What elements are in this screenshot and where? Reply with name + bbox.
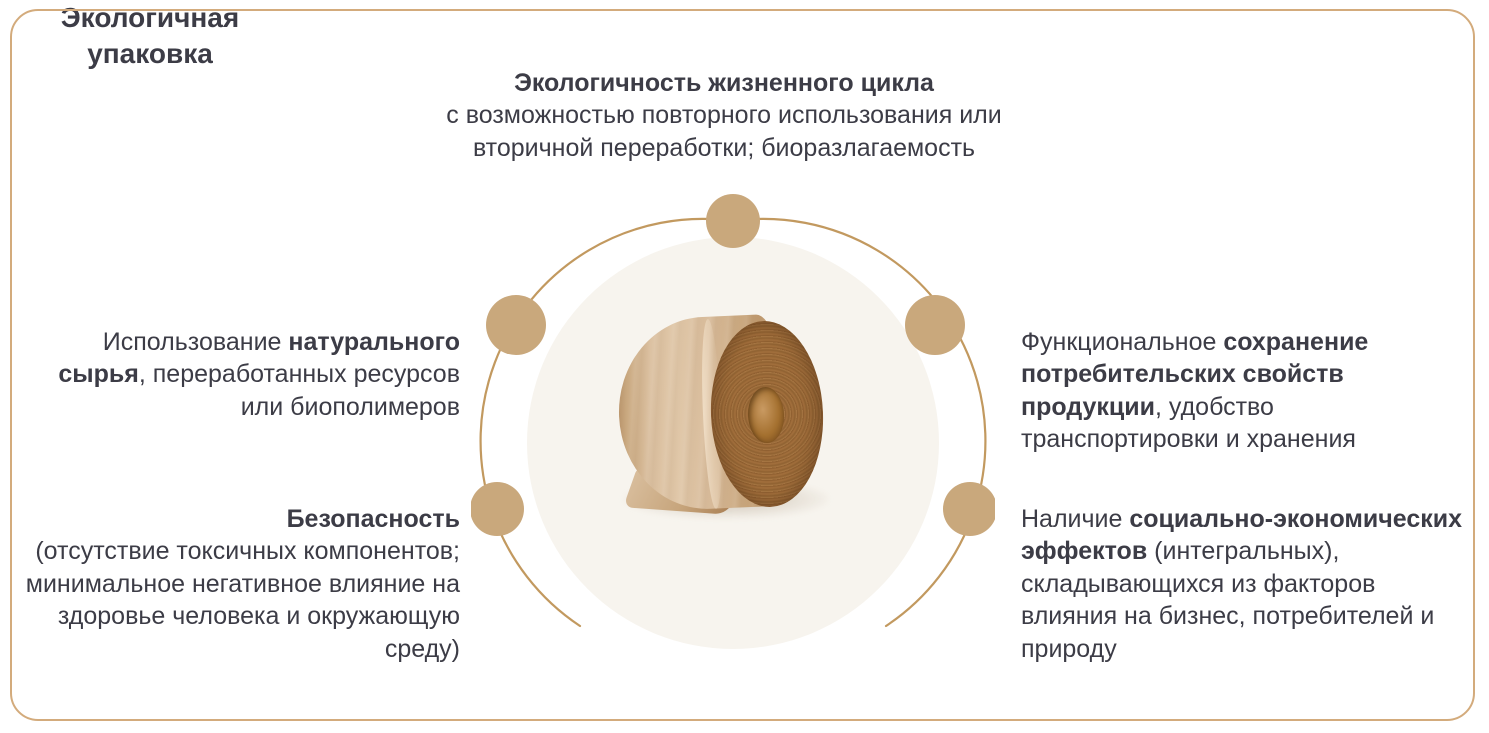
central-circle-diagram [471, 181, 995, 705]
text-block-raw-materials: Использование натурального сырья, перера… [20, 293, 460, 423]
center-label: Экологичная упаковка [0, 0, 300, 72]
text-block-lifecycle: Экологичность жизненного цикла с возможно… [434, 34, 1014, 164]
center-label-line1: Экологичная [60, 2, 240, 33]
dot-top [706, 194, 760, 248]
safety-heading: Безопасность [286, 504, 460, 533]
socio-economic-suffix: (интегральных), складывающихся из фактор… [1021, 537, 1435, 663]
socio-economic-strong: социально-экономических эффектов [1021, 504, 1463, 566]
dot-upper-left [486, 295, 546, 355]
dot-upper-right [905, 295, 965, 355]
raw-materials-prefix: Использование [102, 327, 289, 356]
ring-arc-left [479, 217, 735, 628]
socio-economic-prefix: Наличие [1021, 504, 1130, 533]
raw-materials-strong: натурального сырья [58, 327, 460, 389]
text-block-safety: Безопасность (отсутствие токсичных компон… [20, 470, 460, 665]
dot-lower-left [471, 482, 524, 536]
inner-disc [527, 237, 939, 649]
text-block-consumer-properties: Функциональное сохранение потребительски… [1021, 293, 1469, 456]
safety-body: (отсутствие токсичных компонентов; миним… [25, 537, 460, 663]
consumer-properties-strong: сохранение потребительских свойств проду… [1021, 327, 1369, 421]
raw-materials-suffix: , переработанных ресурсов или биополимер… [138, 360, 460, 421]
dot-lower-right [943, 482, 995, 536]
lifecycle-heading: Экологичность жизненного цикла [514, 68, 934, 97]
text-block-socio-economic: Наличие социально-экономических эффектов… [1021, 470, 1469, 665]
consumer-properties-suffix: , удобство транспортировки и хранения [1021, 392, 1356, 454]
center-label-line2: упаковка [87, 37, 213, 69]
consumer-properties-prefix: Функциональное [1021, 327, 1224, 356]
lifecycle-body: с возможностью повторного использования … [446, 101, 1002, 162]
ring-arc-right [731, 217, 987, 628]
